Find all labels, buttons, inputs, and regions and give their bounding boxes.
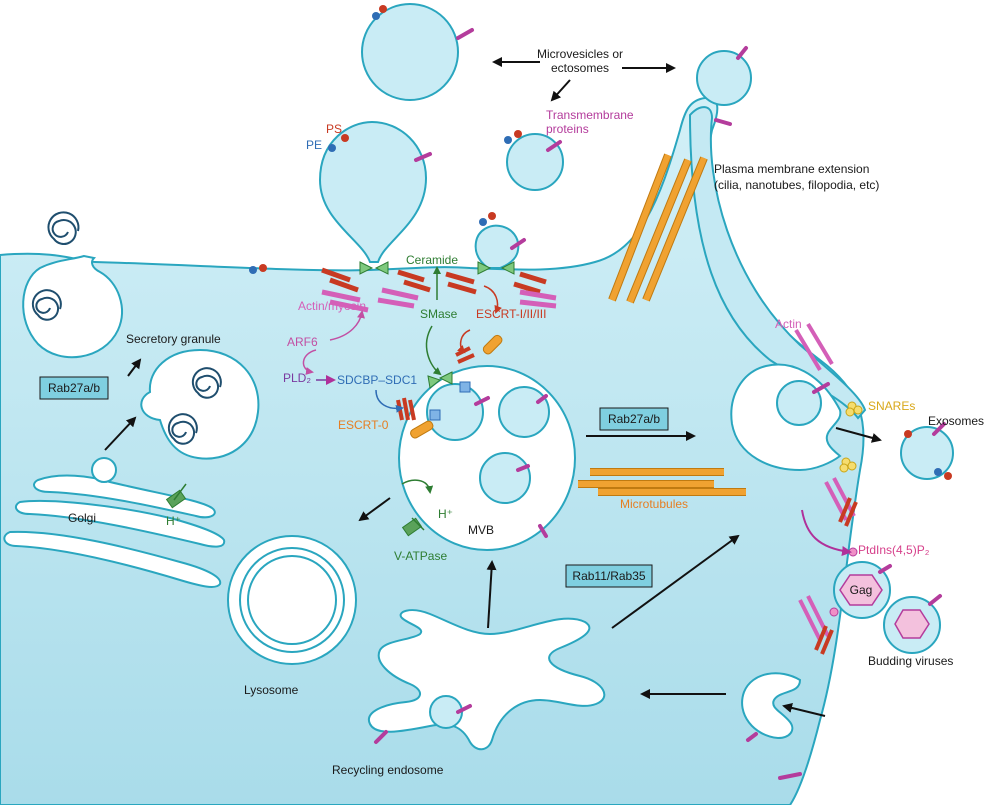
microvesicle-right [696, 50, 752, 106]
escrt-arrow [483, 285, 502, 314]
escrt0-label: ESCRT-0 [338, 418, 389, 432]
pe-label: PE [306, 138, 322, 152]
microvesicle-small [506, 133, 564, 191]
ptdins-marker [848, 547, 858, 557]
transmembrane-label-1: Transmembrane [546, 108, 634, 122]
lysosome-inner-1 [239, 547, 345, 653]
ilv-2 [498, 386, 550, 438]
ptdins-label: PtdIns(4,5)P₂ [858, 543, 930, 557]
escrt-123-label: ESCRT-I/II/III [476, 307, 546, 321]
flow-arrows [104, 57, 882, 717]
cytoplasmic-microtubules [578, 468, 746, 496]
vatpase-arrow [401, 479, 434, 494]
pld2-label: PLD₂ [283, 371, 311, 385]
sdcbp-square-1 [459, 381, 471, 393]
rab27-right-label: Rab27a/b [608, 412, 660, 426]
fusion-vesicle [776, 380, 822, 426]
transmembrane-proteins [374, 28, 946, 780]
mvb-h-label: H⁺ [438, 507, 453, 521]
gag-capsid [839, 574, 883, 606]
mvb-h-arrow [411, 517, 425, 531]
budding-microvesicle [318, 120, 428, 263]
snares-label: SNAREs [868, 399, 915, 413]
ptdins-marker-2 [829, 607, 839, 617]
virus-capsid [894, 609, 930, 639]
escrt-right [814, 497, 858, 655]
rab27-box-right [599, 407, 669, 431]
recycling-endosome [367, 609, 606, 751]
budding-viruses-label: Budding viruses [868, 654, 953, 668]
arf6-arrow [329, 310, 365, 341]
arf6-label: ARF6 [287, 335, 318, 349]
ceramide-label: Ceramide [406, 253, 458, 267]
lysosome-label: Lysosome [244, 683, 299, 697]
sdcbp-arrow [375, 389, 404, 413]
mvb-label: MVB [468, 523, 494, 537]
endocytic-invagination [741, 672, 802, 740]
actin-label: Actin [775, 317, 802, 331]
escrt0-capsule [410, 420, 434, 439]
exosome [900, 426, 954, 480]
golgi-label: Golgi [68, 511, 96, 525]
escrt-mvb-arrow [456, 329, 471, 354]
ilv-1 [426, 383, 484, 441]
arf6-pld2-arrow [302, 349, 317, 375]
golgi-apparatus [3, 474, 226, 588]
escrt-mvb [396, 346, 475, 421]
smase-arrow [425, 325, 442, 376]
escrt-capsule [482, 334, 503, 355]
snare-complexes [839, 401, 863, 473]
sdcbp-label: SDCBP–SDC1 [337, 373, 417, 387]
transmembrane-label-2: proteins [546, 122, 589, 136]
plasma-membrane-extension [688, 106, 867, 420]
secretory-granule-fusing [22, 254, 123, 359]
microtubules-label: Microtubules [620, 497, 688, 511]
sdcbp-square-2 [429, 409, 441, 421]
budding-small-vesicle [474, 224, 520, 269]
vatpase-label: V-ATPase [394, 549, 447, 563]
secretory-granule [140, 348, 260, 460]
pm-extension-label-2: (cilia, nanotubes, filopodia, etc) [714, 178, 879, 192]
exosomes-label: Exosomes [928, 414, 984, 428]
actin-myosin-label: Actin/myosin [298, 299, 366, 313]
secretory-granule-label: Secretory granule [126, 332, 221, 346]
lysosome-inner-2 [247, 555, 337, 645]
rab27-box-left [39, 376, 109, 400]
recycling-endosome-label: Recycling endosome [332, 763, 444, 777]
rab27-left-label: Rab27a/b [48, 381, 100, 395]
extension-microtubules [608, 153, 708, 304]
golgi-vesicle [91, 457, 117, 483]
lipid-headgroups [249, 5, 952, 480]
pm-extension-label-1: Plasma membrane extension [714, 162, 869, 176]
golgi-h-arrow [173, 483, 187, 501]
golgi-proton-pump [165, 489, 187, 509]
ps-label: PS [326, 122, 342, 136]
rab11-box [565, 564, 653, 588]
actin-myosin-cluster [321, 267, 557, 313]
microvesicles-label-2: ectosomes [551, 61, 609, 75]
smase-label: SMase [420, 307, 458, 321]
lysosome [227, 535, 357, 665]
ptdins-arrow [801, 509, 852, 556]
rab11-label: Rab11/Rab35 [572, 569, 645, 583]
ilv-3 [479, 452, 531, 504]
ceramide-markers [359, 261, 515, 389]
golgi-h-label: H⁺ [166, 514, 181, 528]
microvesicle-large [361, 3, 459, 101]
microvesicles-label-1: Microvesicles or [537, 47, 623, 61]
gag-label: Gag [850, 583, 873, 597]
